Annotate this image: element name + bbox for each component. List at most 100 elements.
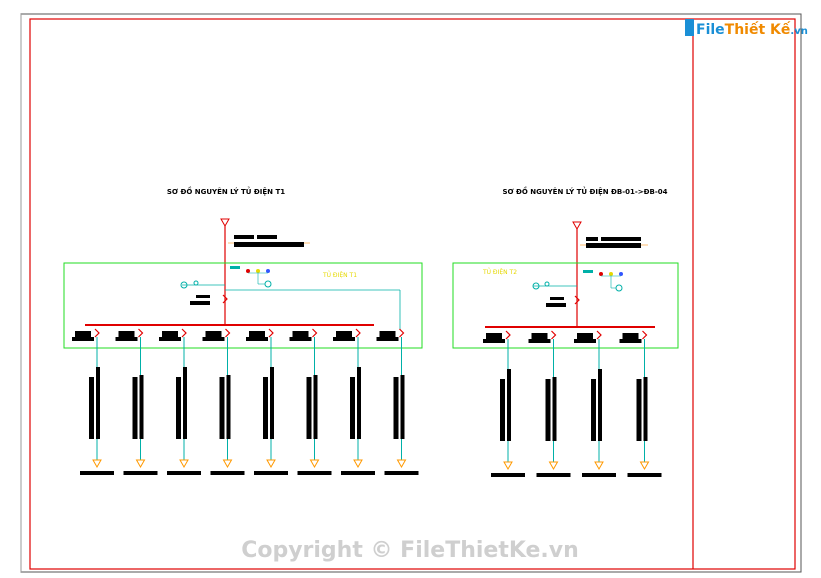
load-arrow-icon [92, 459, 102, 469]
feeder-breaker-spec [574, 339, 596, 343]
incoming-cable-spec [234, 235, 304, 247]
cable-spec-bar [89, 377, 94, 439]
cable-spec-bar [313, 375, 318, 439]
cable-spec-bar [400, 375, 405, 439]
right-diagram-title: SƠ ĐỒ NGUYÊN LÝ TỦ ĐIỆN ĐB-01->ĐB-04 [502, 186, 667, 196]
panel-t2-enclosure [452, 262, 679, 349]
cable-spec-bar [139, 375, 144, 439]
feeder-breaker-spec [577, 333, 593, 339]
feeder-breaker-icon [505, 330, 511, 340]
cable-spec-bar [545, 379, 551, 441]
panel-t2-label: TỦ ĐIỆN T2 [482, 268, 517, 276]
feeder-breaker-spec [622, 333, 639, 339]
feeder-breaker-icon [138, 328, 144, 338]
feeder-breaker-spec [379, 331, 396, 337]
load-label [341, 471, 375, 475]
main-breaker-icon [222, 294, 228, 304]
load-arrow-icon [594, 461, 604, 471]
main-breaker-icon [574, 295, 580, 305]
load-arrow-icon [503, 461, 513, 471]
feeder-breaker-icon [355, 328, 361, 338]
feeder-breaker-spec [118, 331, 135, 337]
main-breaker-spec [546, 297, 566, 307]
panel-t1-enclosure [63, 262, 423, 349]
load-label [582, 473, 616, 477]
right-diagram: SƠ ĐỒ NGUYÊN LÝ TỦ ĐIỆN ĐB-01->ĐB-04 TỦ … [452, 186, 679, 477]
feeder-breaker-spec [159, 337, 181, 341]
meter-group [180, 266, 401, 330]
load-arrow-icon [353, 459, 363, 469]
outer-frame [20, 13, 802, 573]
load-arrow-icon [548, 461, 559, 471]
feeder-breaker-icon [94, 328, 100, 338]
load-label [123, 471, 158, 475]
feeder-circuit [574, 330, 616, 477]
load-arrow-icon [135, 459, 146, 469]
feeder-breaker-spec [75, 331, 91, 337]
load-arrow-icon [309, 459, 320, 469]
feeder-circuit [202, 328, 245, 475]
feeder-circuit [528, 330, 571, 477]
feeder-breaker-icon [225, 328, 231, 338]
load-arrow-icon [639, 461, 650, 471]
feeders-t1 [72, 328, 419, 475]
feeder-breaker-spec [162, 331, 178, 337]
feeder-breaker-spec [531, 333, 548, 339]
feeder-circuit [159, 328, 201, 475]
cable-spec-bar [219, 377, 225, 439]
feeder-breaker-spec [205, 331, 222, 337]
feeders-t2 [483, 330, 662, 477]
load-label [80, 471, 114, 475]
feeder-breaker-icon [181, 328, 187, 338]
logo-text: FileThiết Kế.vn [696, 21, 808, 38]
load-label [210, 471, 245, 475]
copyright-watermark: Copyright © FileThietKe.vn [241, 538, 579, 563]
cable-spec-bar [591, 379, 596, 441]
load-arrow-icon [222, 459, 233, 469]
feeder-breaker-spec [115, 337, 138, 341]
left-diagram: SƠ ĐỒ NGUYÊN LÝ TỦ ĐIỆN T1 TỦ ĐIỆN T1 [63, 186, 423, 475]
feeder-breaker-icon [596, 330, 602, 340]
cable-spec-bar [96, 367, 100, 439]
cable-spec-bar [393, 377, 399, 439]
feeder-breaker-spec [486, 333, 502, 339]
load-label [491, 473, 525, 477]
feeder-breaker-spec [202, 337, 225, 341]
load-arrow-icon [266, 459, 276, 469]
cable-spec-bar [500, 379, 505, 441]
cable-spec-bar [226, 375, 231, 439]
load-label [167, 471, 201, 475]
feeder-breaker-spec [72, 337, 94, 341]
meter-group [532, 270, 623, 292]
cable-spec-bar [636, 379, 642, 441]
feeder-circuit [115, 328, 158, 475]
feeder-breaker-spec [249, 331, 265, 337]
load-arrow-icon [179, 459, 189, 469]
cable-spec-bar [183, 367, 187, 439]
cable-spec-bar [598, 369, 602, 441]
feeder-circuit [483, 330, 525, 477]
feeder-circuit [619, 330, 662, 477]
panel-t1-label: TỦ ĐIỆN T1 [322, 271, 357, 279]
load-label [254, 471, 288, 475]
cable-spec-bar [350, 377, 355, 439]
feeder-breaker-icon [642, 330, 648, 340]
cable-spec-bar [270, 367, 274, 439]
brand-logo[interactable]: FileThiết Kế.vn [685, 19, 808, 38]
feeder-breaker-spec [528, 339, 551, 343]
feeder-circuit [376, 328, 419, 475]
incoming-cable-spec [586, 237, 641, 248]
load-label [627, 473, 662, 477]
load-label [536, 473, 571, 477]
cable-spec-bar [263, 377, 268, 439]
feeder-breaker-spec [376, 337, 399, 341]
source-arrow-icon [220, 218, 230, 228]
feeder-breaker-spec [289, 337, 312, 341]
main-breaker-spec [190, 295, 210, 305]
feeder-breaker-spec [483, 339, 505, 343]
feeder-breaker-icon [312, 328, 318, 338]
feeder-breaker-icon [399, 328, 405, 338]
logo-mark-icon [685, 19, 694, 36]
feeder-breaker-icon [268, 328, 274, 338]
